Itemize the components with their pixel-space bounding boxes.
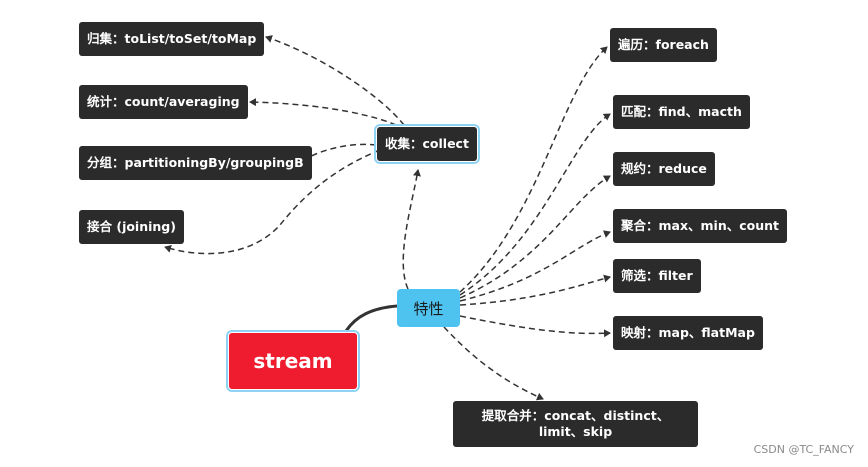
node-feature-map[interactable]: 映射：map、flatMap [613,316,763,350]
link-features-collect [402,169,421,290]
root-node-stream[interactable]: stream [226,330,360,392]
node-collect-gather[interactable]: 归集：toList/toSet/toMap [79,22,265,56]
link-collect-group [303,143,377,161]
link-collect-gather [265,35,405,126]
watermark: CSDN @TC_FANCY [753,443,854,456]
node-feature-aggregate[interactable]: 聚合：max、min、count [613,209,788,243]
node-feature-match[interactable]: 匹配：find、macth [613,95,750,129]
node-collect-group[interactable]: 分组：partitioningBy/groupingB [79,146,312,180]
link-feature-foreach [459,46,608,293]
node-feature-filter[interactable]: 筛选：filter [613,259,701,293]
node-collect[interactable]: 收集：collect [374,124,480,164]
link-feature-extract [443,326,544,401]
node-collect-join[interactable]: 接合 (joining) [79,210,184,244]
hub-node-features[interactable]: 特性 [397,289,460,327]
node-feature-foreach[interactable]: 遍历：foreach [610,28,717,62]
node-feature-reduce[interactable]: 规约：reduce [613,152,715,186]
link-collect-count [249,98,397,126]
link-feature-map [459,315,611,338]
link-collect-join [164,149,381,255]
link-feature-aggregate [459,230,611,302]
link-stream-features [344,304,398,332]
link-feature-reduce [459,175,611,299]
node-collect-count[interactable]: 统计：count/averaging [79,85,248,119]
node-feature-extract[interactable]: 提取合并：concat、distinct、limit、skip [453,401,698,447]
link-feature-filter [459,274,611,306]
